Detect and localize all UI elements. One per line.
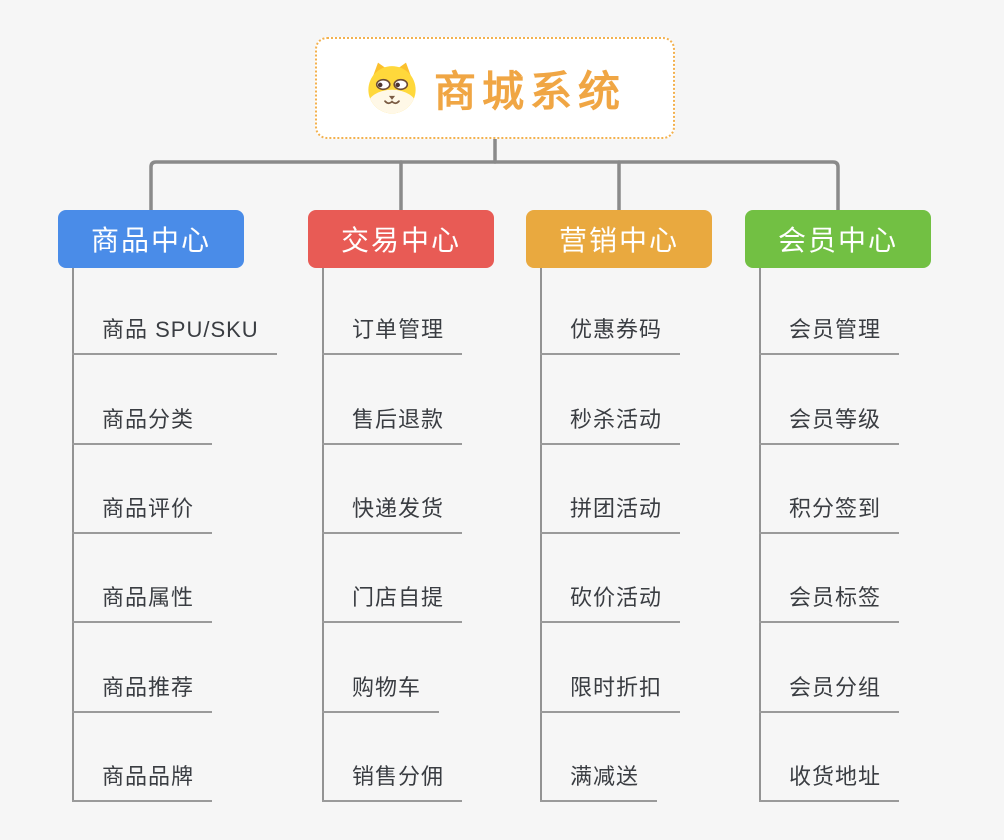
leaf-node[interactable]: 门店自提 — [322, 583, 463, 623]
leaf-node[interactable]: 售后退款 — [322, 405, 463, 445]
leaf-node[interactable]: 限时折扣 — [540, 673, 681, 713]
leaf-node[interactable]: 满减送 — [540, 762, 658, 802]
dog-eyes — [375, 78, 409, 91]
branch-vertical-line — [322, 268, 324, 802]
leaf-node[interactable]: 销售分佣 — [322, 762, 463, 802]
leaf-node[interactable]: 收货地址 — [759, 762, 900, 802]
dog-nose — [388, 95, 396, 100]
branch-node[interactable]: 营销中心 — [526, 210, 712, 268]
root-title: 商城系统 — [433, 67, 626, 115]
dog-face-icon — [368, 62, 416, 114]
leaf-node[interactable]: 快递发货 — [322, 494, 463, 534]
leaf-node[interactable]: 商品品牌 — [72, 762, 213, 802]
leaf-node[interactable]: 会员分组 — [759, 673, 900, 713]
branch-node[interactable]: 交易中心 — [308, 210, 494, 268]
branch-vertical-line — [540, 268, 542, 802]
leaf-node[interactable]: 购物车 — [322, 673, 440, 713]
leaf-node[interactable]: 砍价活动 — [540, 583, 681, 623]
leaf-node[interactable]: 商品分类 — [72, 405, 213, 445]
leaf-node[interactable]: 拼团活动 — [540, 494, 681, 534]
leaf-node[interactable]: 积分签到 — [759, 494, 900, 534]
leaf-node[interactable]: 订单管理 — [322, 315, 463, 355]
leaf-node[interactable]: 优惠券码 — [540, 315, 681, 355]
dog-mouth — [384, 100, 400, 105]
branch-vertical-line — [759, 268, 761, 802]
branch-label: 商品中心 — [90, 225, 211, 256]
dog-muzzle — [368, 89, 416, 114]
branch-node[interactable]: 商品中心 — [58, 210, 244, 268]
leaf-node[interactable]: 会员标签 — [759, 583, 900, 623]
leaf-node[interactable]: 秒杀活动 — [540, 405, 681, 445]
leaf-node[interactable]: 会员管理 — [759, 315, 900, 355]
branch-vertical-line — [72, 268, 74, 802]
branch-node[interactable]: 会员中心 — [745, 210, 931, 268]
leaf-node[interactable]: 商品推荐 — [72, 673, 213, 713]
root-node[interactable]: 商城系统 — [315, 37, 675, 139]
leaf-node[interactable]: 商品 SPU/SKU — [72, 315, 277, 355]
branch-label: 营销中心 — [558, 225, 679, 256]
leaf-node[interactable]: 商品评价 — [72, 494, 213, 534]
branch-label: 交易中心 — [340, 225, 461, 256]
leaf-node[interactable]: 会员等级 — [759, 405, 900, 445]
leaf-node[interactable]: 商品属性 — [72, 583, 213, 623]
branch-label: 会员中心 — [777, 225, 898, 256]
outer-connector-line — [149, 160, 840, 212]
